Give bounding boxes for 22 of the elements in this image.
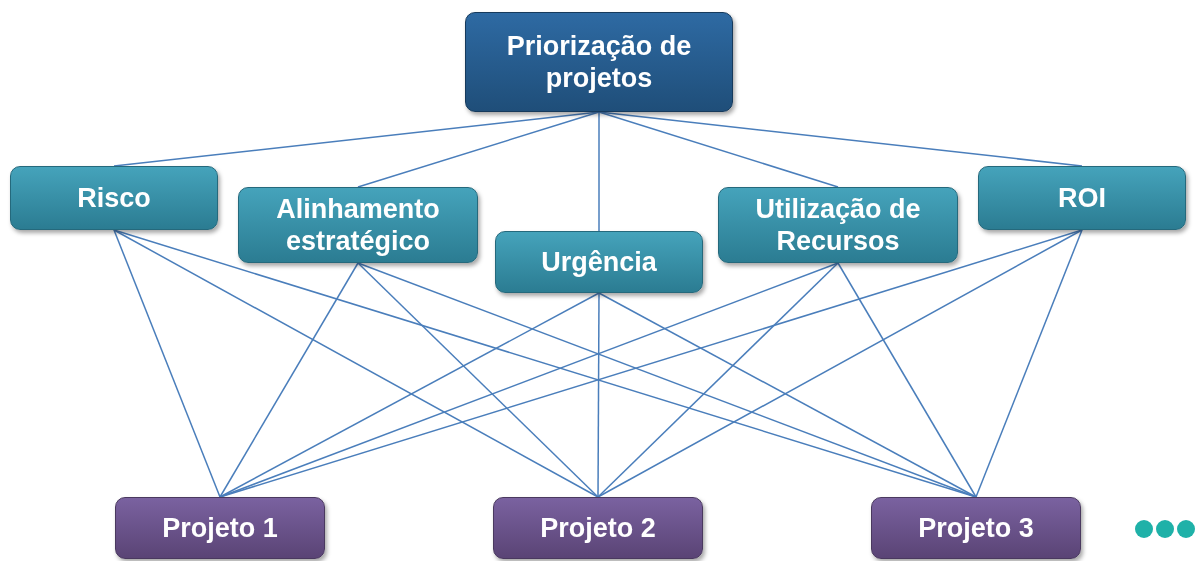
connector-line <box>598 111 839 188</box>
connector-line <box>837 262 977 498</box>
criterion-box: ROI <box>978 166 1186 230</box>
connector-line <box>357 111 600 188</box>
connector-line <box>975 229 1083 498</box>
connector-line <box>597 229 1083 498</box>
connector-line <box>113 229 221 498</box>
project-box: Projeto 1 <box>115 497 325 559</box>
connector-line <box>598 111 600 232</box>
project-box: Projeto 2 <box>493 497 703 559</box>
title-box: Priorização de projetos <box>465 12 733 112</box>
criterion-box: Utilização de Recursos <box>718 187 958 263</box>
connector-line <box>598 292 977 498</box>
connector-line <box>219 262 359 498</box>
connector-line <box>597 292 600 498</box>
project-box: Projeto 3 <box>871 497 1081 559</box>
connector-line <box>357 262 599 498</box>
connector-line <box>219 292 600 498</box>
criterion-box: Risco <box>10 166 218 230</box>
criterion-box: Urgência <box>495 231 703 293</box>
connector-line <box>597 262 839 498</box>
criterion-box: Alinhamento estratégico <box>238 187 478 263</box>
